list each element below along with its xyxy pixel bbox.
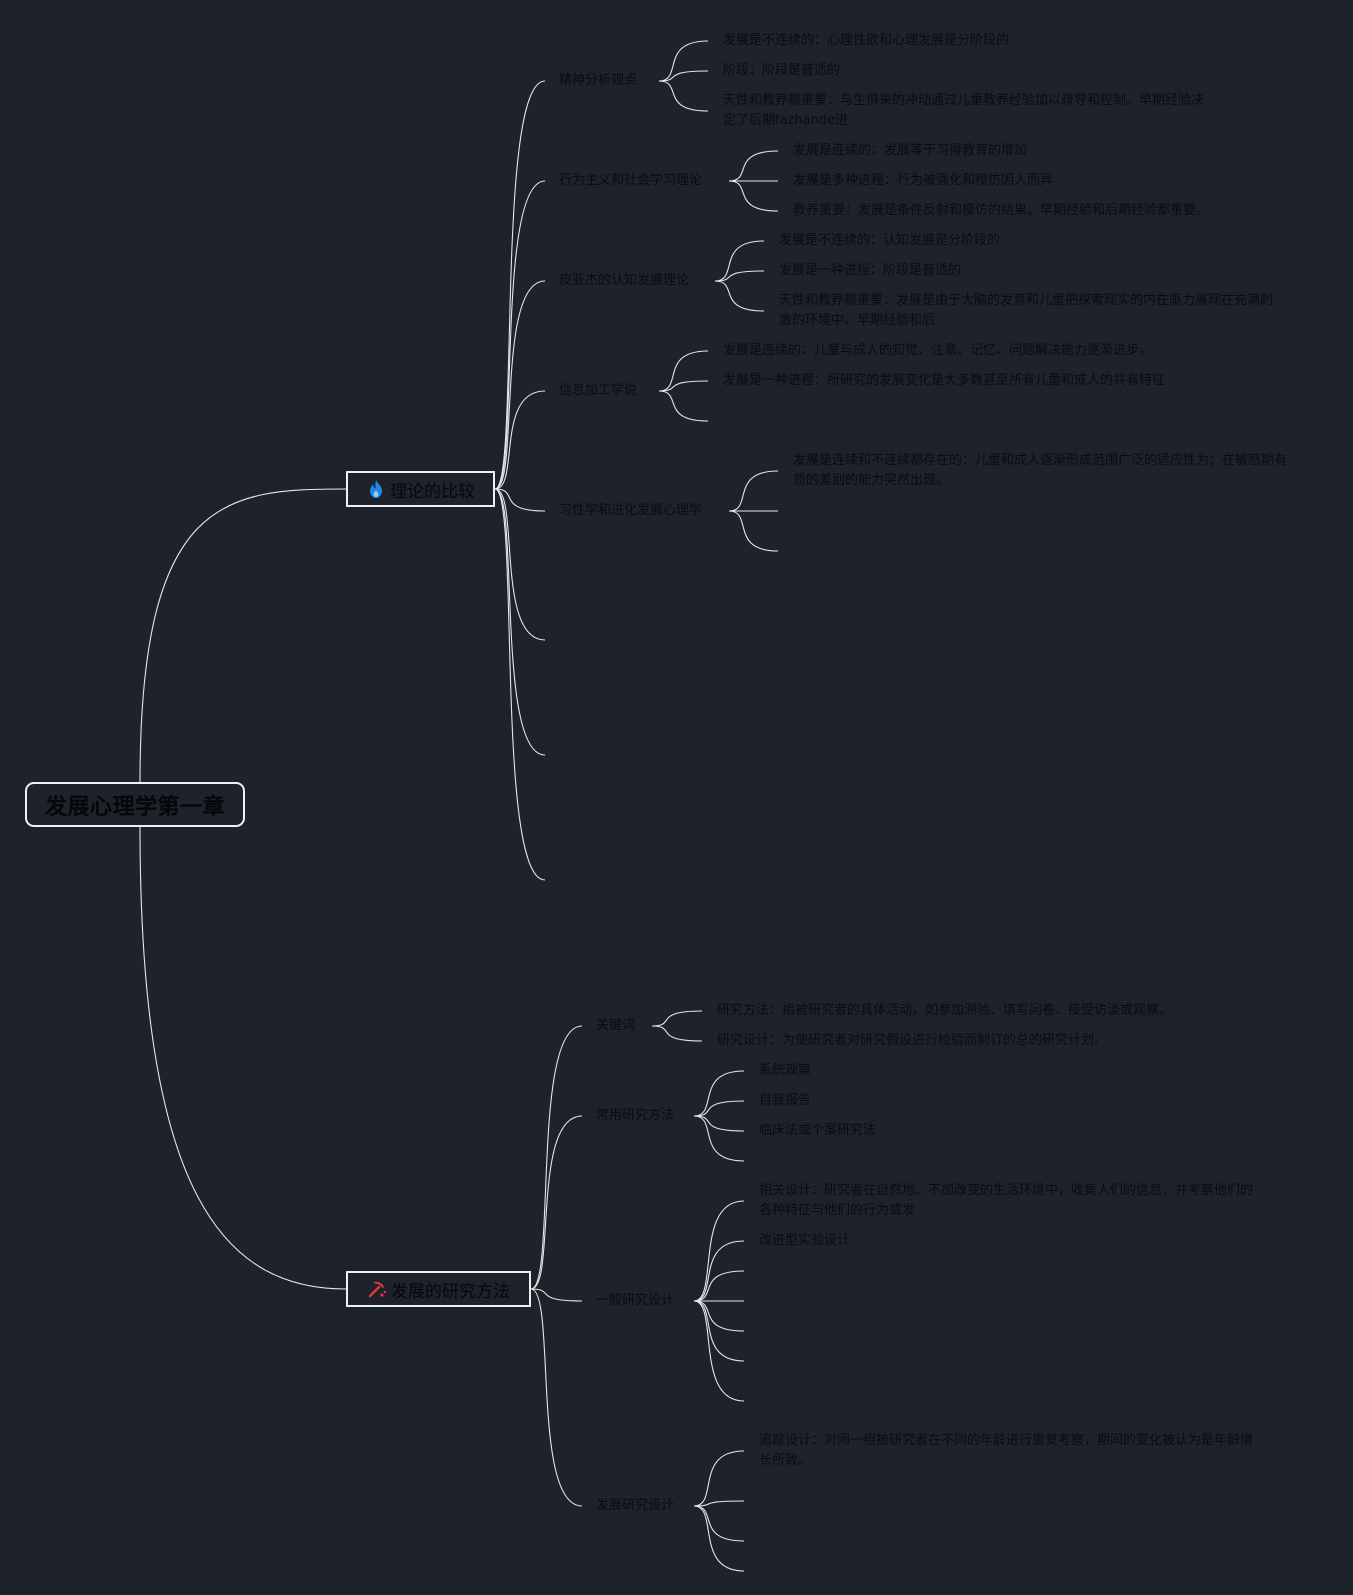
branch-connector bbox=[530, 1025, 583, 1290]
root-connector bbox=[139, 488, 347, 783]
leaf-connector bbox=[658, 70, 709, 82]
leaf-connector bbox=[728, 510, 779, 552]
leaf-connector bbox=[693, 1070, 745, 1117]
branch-title: 理论的比较 bbox=[390, 481, 475, 502]
leaf-item[interactable]: 发展是不连续的：心理性欲和心理发展是分阶段的 bbox=[723, 33, 1010, 48]
leaf-item[interactable]: 发展是连续的：儿童与成人的知觉、注意、记忆、问题解决能力逐渐进步。 bbox=[723, 343, 1153, 358]
leaf-item[interactable]: 改进型实验设计 bbox=[759, 1233, 851, 1248]
leaf-item[interactable]: 天性和教养都重要：发展是由于大脑的发育和儿童把探索现实的内在驱力展现在充满刺激的… bbox=[779, 293, 1274, 328]
topic-information-processing[interactable]: 信息加工学说 bbox=[559, 383, 638, 398]
leaf-item[interactable]: 追踪设计：对同一组被研究者在不同的年龄进行重复考察，期间的变化被认为是年龄增长所… bbox=[759, 1433, 1254, 1468]
branch-connector bbox=[530, 1288, 583, 1302]
leaf-item[interactable]: 发展是连续的：发展等于习得教育的增加 bbox=[793, 143, 1028, 158]
root-title: 发展心理学第一章 bbox=[44, 794, 225, 820]
leaf-item[interactable]: 发展是连续和不连续都存在的：儿童和成人逐渐形成范围广泛的适应性为；在敏感期有质的… bbox=[793, 453, 1288, 488]
leaf-connector bbox=[651, 1010, 703, 1027]
leaf-item[interactable]: 发展是一种进程：所研究的发展变化是大多数甚至所有儿童和成人的共有特征 bbox=[723, 373, 1166, 388]
leaf-item[interactable]: 临床法或个案研究法 bbox=[759, 1123, 877, 1138]
leaf-item[interactable]: 发展是一种进程：阶段是普适的 bbox=[779, 263, 962, 278]
leaf-connector bbox=[693, 1200, 745, 1302]
topic-common-methods[interactable]: 常用研究方法 bbox=[596, 1108, 675, 1123]
leaf-connector bbox=[714, 240, 765, 282]
leaf-item[interactable]: 发展是多种进程：行为被强化和模仿因人而异 bbox=[793, 173, 1054, 188]
leaf-connector bbox=[693, 1500, 745, 1507]
leaf-connector bbox=[658, 380, 709, 392]
branch-connector bbox=[494, 488, 546, 881]
branch-research-methods[interactable]: 发展的研究方法 bbox=[346, 1271, 531, 1307]
branch-connector bbox=[494, 180, 546, 490]
topic-keywords[interactable]: 关键词 bbox=[596, 1018, 636, 1033]
leaf-item[interactable]: 相关设计：研究者在自然地、不加改变的生活环境中，收集人们的信息，并考察他们的各种… bbox=[759, 1183, 1254, 1218]
topic-general-design[interactable]: 一般研究设计 bbox=[596, 1293, 675, 1308]
leaf-connector bbox=[658, 40, 709, 82]
branch-theory-comparison[interactable]: 理论的比较 bbox=[346, 471, 495, 507]
branch-connector bbox=[494, 488, 546, 512]
leaf-connector bbox=[651, 1025, 703, 1042]
leaf-item[interactable]: 阶段：阶段是普适的 bbox=[723, 63, 841, 78]
root-connector bbox=[139, 826, 347, 1290]
leaf-connector bbox=[693, 1100, 745, 1117]
leaf-connector bbox=[693, 1505, 745, 1572]
branch-title: 发展的研究方法 bbox=[391, 1281, 510, 1302]
leaf-connector bbox=[693, 1450, 745, 1507]
topic-developmental-design[interactable]: 发展研究设计 bbox=[596, 1498, 675, 1513]
leaf-item[interactable]: 天性和教养都重要：与生俱来的冲动通过儿童教养经验加以疏导和控制。早期经验决定了后… bbox=[723, 93, 1205, 128]
topic-behaviorism[interactable]: 行为主义和社会学习理论 bbox=[559, 173, 703, 188]
topic-ethology[interactable]: 习性学和进化发展心理学 bbox=[559, 503, 703, 518]
leaf-connector bbox=[728, 470, 779, 512]
topic-piaget[interactable]: 皮亚杰的认知发展理论 bbox=[559, 273, 690, 288]
leaf-connector bbox=[693, 1300, 745, 1402]
leaf-connector bbox=[728, 150, 779, 182]
leaf-connector bbox=[693, 1505, 745, 1542]
branch-connector bbox=[530, 1288, 583, 1507]
root-node[interactable]: 发展心理学第一章 bbox=[25, 782, 245, 827]
fire-icon bbox=[366, 479, 386, 499]
leaf-connector bbox=[658, 80, 709, 112]
leaf-item[interactable]: 研究方法：指被研究者的具体活动，如参加测验、填写问卷、接受访谈或观察。 bbox=[717, 1003, 1173, 1018]
leaf-connector bbox=[658, 390, 709, 422]
leaf-connector bbox=[728, 180, 779, 212]
leaf-item[interactable]: 研究设计：为使研究者对研究假设进行检验而制订的总的研究计划。 bbox=[717, 1033, 1108, 1048]
leaf-connector bbox=[693, 1115, 745, 1162]
leaf-connector bbox=[693, 1115, 745, 1132]
leaf-connector bbox=[693, 1300, 745, 1332]
branch-connector bbox=[530, 1115, 583, 1290]
branch-connector bbox=[494, 488, 546, 641]
leaf-connector bbox=[714, 280, 765, 312]
leaf-item[interactable]: 系统观察 bbox=[759, 1063, 812, 1078]
branch-connector bbox=[494, 390, 546, 490]
leaf-connector bbox=[693, 1300, 745, 1362]
leaf-connector bbox=[658, 350, 709, 392]
leaf-connector bbox=[693, 1270, 745, 1302]
leaf-item[interactable]: 发展是不连续的：认知发展是分阶段的 bbox=[779, 233, 1001, 248]
leaf-item[interactable]: 自我报告 bbox=[759, 1093, 812, 1108]
branch-connector bbox=[494, 80, 546, 490]
branch-connector bbox=[494, 488, 546, 756]
pickaxe-icon bbox=[367, 1279, 387, 1299]
topic-psychoanalytic[interactable]: 精神分析观点 bbox=[559, 73, 638, 88]
leaf-connector bbox=[693, 1240, 745, 1302]
branch-connector bbox=[494, 280, 546, 490]
leaf-item[interactable]: 教养重要：发展是条件反射和模仿的结果。早期经验和后期经验都重要。 bbox=[793, 203, 1210, 218]
leaf-connector bbox=[714, 270, 765, 282]
